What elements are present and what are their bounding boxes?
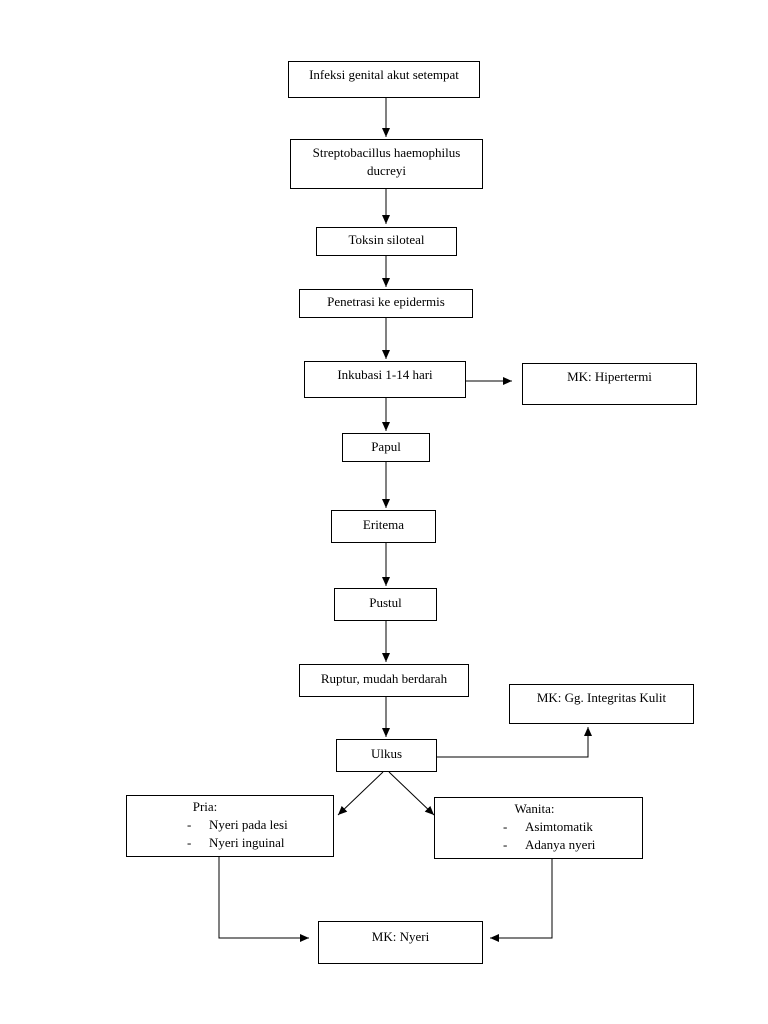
node-penetrasi-epidermis-label: Penetrasi ke epidermis — [327, 294, 445, 309]
arrow-pria-mk-nyeri — [218, 857, 309, 942]
node-infeksi-genital: Infeksi genital akut setempat — [288, 61, 480, 98]
arrow-wanita-mk-nyeri — [490, 859, 553, 942]
node-inkubasi-label: Inkubasi 1-14 hari — [337, 367, 433, 382]
node-penetrasi-epidermis: Penetrasi ke epidermis — [299, 289, 473, 318]
node-eritema: Eritema — [331, 510, 436, 543]
node-toksin-siloteal: Toksin siloteal — [316, 227, 457, 256]
node-eritema-label: Eritema — [362, 517, 405, 532]
node-pustul-label: Pustul — [369, 595, 402, 610]
node-mk-integritas-kulit: MK: Gg. Integritas Kulit — [509, 684, 694, 724]
node-streptobacillus-label-line1: Streptobacillus haemophilus — [312, 145, 461, 160]
node-wanita: Wanita: Asimtomatik Adanya nyeri — [434, 797, 643, 859]
node-pustul: Pustul — [334, 588, 437, 621]
node-mk-hipertermi-label: MK: Hipertermi — [567, 369, 652, 384]
node-pria-title: Pria: — [192, 799, 218, 814]
wanita-symptom-list: Asimtomatik Adanya nyeri — [499, 818, 642, 854]
node-ruptur: Ruptur, mudah berdarah — [299, 664, 469, 697]
node-papul: Papul — [342, 433, 430, 462]
node-mk-nyeri: MK: Nyeri — [318, 921, 483, 964]
wanita-symptom-item: Adanya nyeri — [499, 836, 642, 854]
node-mk-integritas-kulit-label: MK: Gg. Integritas Kulit — [536, 690, 667, 705]
node-infeksi-genital-label: Infeksi genital akut setempat — [309, 67, 459, 82]
arrow-n10-wanita — [388, 771, 435, 816]
node-ulkus-label: Ulkus — [370, 746, 403, 761]
pria-symptom-item: Nyeri pada lesi — [183, 816, 333, 834]
pria-symptom-item: Nyeri inguinal — [183, 834, 333, 852]
arrow-n10-mk-integritas — [437, 727, 592, 758]
arrow-n10-pria — [337, 771, 384, 816]
wanita-symptom-item: Asimtomatik — [499, 818, 642, 836]
node-papul-label: Papul — [371, 439, 401, 454]
node-mk-nyeri-label: MK: Nyeri — [371, 929, 430, 944]
node-wanita-title: Wanita: — [514, 801, 555, 816]
node-ulkus: Ulkus — [336, 739, 437, 772]
node-ruptur-label: Ruptur, mudah berdarah — [320, 671, 448, 686]
pria-symptom-list: Nyeri pada lesi Nyeri inguinal — [183, 816, 333, 852]
node-streptobacillus-label-line2: ducreyi — [367, 163, 406, 178]
node-toksin-siloteal-label: Toksin siloteal — [348, 232, 425, 247]
node-mk-hipertermi: MK: Hipertermi — [522, 363, 697, 405]
node-streptobacillus: Streptobacillus haemophilus ducreyi — [290, 139, 483, 189]
node-inkubasi: Inkubasi 1-14 hari — [304, 361, 466, 398]
node-pria: Pria: Nyeri pada lesi Nyeri inguinal — [126, 795, 334, 857]
